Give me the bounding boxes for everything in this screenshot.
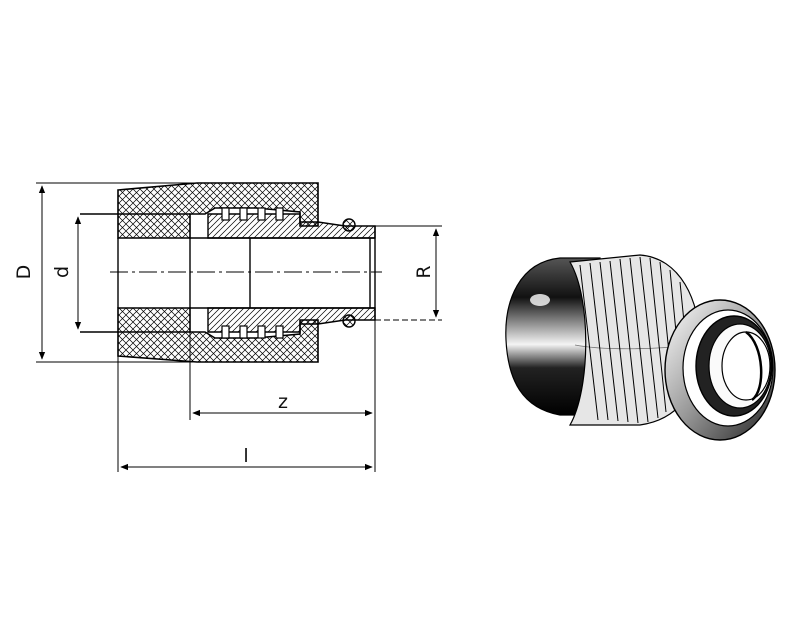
label-outer-diameter: D <box>13 265 35 280</box>
dimension-labels: D d R z l <box>13 265 435 467</box>
knurl-teeth-lower <box>221 325 284 339</box>
dimensions <box>36 182 442 472</box>
o-ring-upper <box>342 218 356 232</box>
fitting-3d-render <box>505 254 776 441</box>
label-thread: R <box>413 265 435 278</box>
bore-outline <box>80 213 376 333</box>
label-total-length: l <box>243 445 248 467</box>
socket-body <box>505 257 601 416</box>
section-view <box>80 182 382 363</box>
label-socket-to-end: z <box>278 391 288 413</box>
threaded-end <box>664 299 776 441</box>
o-ring-lower <box>342 314 356 328</box>
knurl-teeth-upper <box>221 207 284 221</box>
label-inner-diameter: d <box>51 266 73 278</box>
